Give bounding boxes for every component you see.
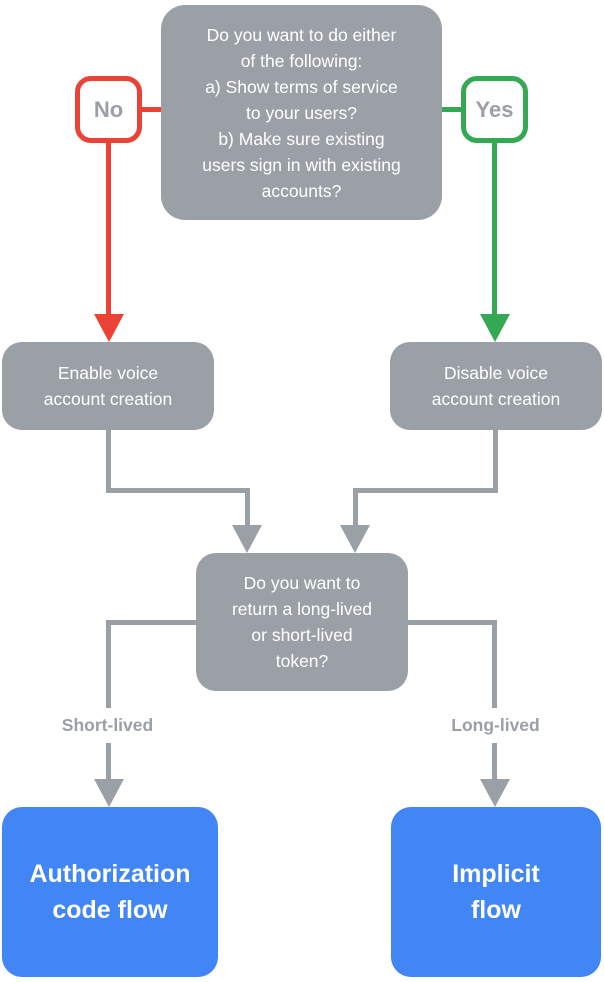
disable-arrowhead-icon bbox=[340, 525, 370, 553]
yes-badge: Yes bbox=[461, 76, 528, 143]
no-branch-stub-line bbox=[140, 107, 163, 112]
top-question-box: Do you want to do either of the followin… bbox=[161, 5, 442, 220]
enable-drop-line bbox=[245, 488, 250, 526]
disable-drop-line bbox=[353, 488, 358, 526]
long-lived-label: Long-lived bbox=[410, 708, 581, 743]
enable-elbow-line bbox=[106, 488, 250, 493]
no-arrow-line bbox=[106, 141, 111, 314]
disable-elbow-line bbox=[353, 488, 498, 493]
yes-arrow-line bbox=[492, 140, 497, 314]
yes-arrowhead-icon bbox=[480, 314, 510, 342]
no-arrowhead-icon bbox=[94, 314, 124, 342]
short-lived-elbow-line bbox=[106, 620, 196, 625]
enable-arrowhead-icon bbox=[232, 525, 262, 553]
disable-down-line bbox=[493, 430, 498, 493]
no-badge: No bbox=[75, 76, 142, 143]
disable-voice-box: Disable voice account creation bbox=[390, 342, 602, 430]
short-lived-down-line bbox=[106, 620, 111, 781]
short-lived-arrowhead-icon bbox=[94, 779, 124, 807]
enable-voice-box: Enable voice account creation bbox=[2, 342, 214, 430]
long-lived-down-line bbox=[492, 620, 497, 781]
yes-branch-stub-line bbox=[441, 107, 464, 112]
enable-down-line bbox=[106, 430, 111, 493]
authorization-code-flow-box: Authorization code flow bbox=[2, 807, 218, 977]
long-lived-elbow-line bbox=[408, 620, 497, 625]
long-lived-arrowhead-icon bbox=[480, 779, 510, 807]
short-lived-label: Short-lived bbox=[22, 708, 193, 743]
implicit-flow-box: Implicit flow bbox=[391, 807, 601, 977]
token-question-box: Do you want to return a long-lived or sh… bbox=[196, 553, 408, 691]
